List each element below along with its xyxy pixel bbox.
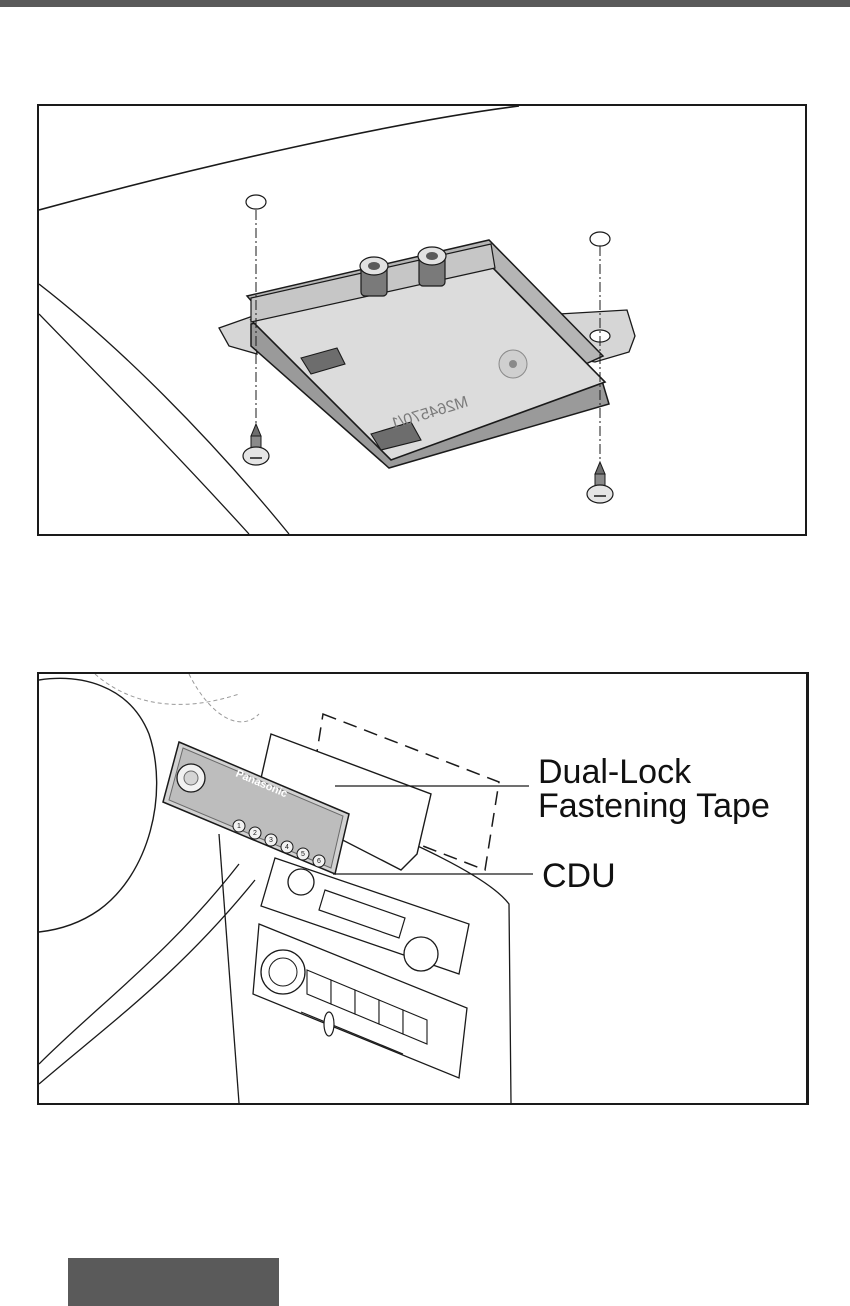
console-left-edge — [218, 833, 240, 1103]
temperature-slider-knob — [323, 1011, 335, 1037]
steering-cable-line — [39, 863, 240, 1065]
preset-button-label: 5 — [301, 851, 305, 858]
steering-wheel-outline — [39, 677, 158, 933]
antenna-connector-1 — [359, 256, 389, 297]
tape-callout-line2: Fastening Tape — [538, 787, 770, 825]
module-mounting-figure: M264570/1 — [37, 104, 807, 536]
bottom-slot — [370, 421, 422, 451]
preset-button — [296, 847, 310, 861]
climate-buttons — [306, 969, 428, 1045]
radio-left-knob — [287, 868, 315, 896]
left-hole-marker — [245, 194, 267, 210]
cdu-preset-buttons — [232, 819, 326, 868]
preset-button — [248, 826, 262, 840]
preset-button — [280, 840, 294, 854]
left-mounting-flange — [218, 315, 258, 355]
preset-button-label: 4 — [285, 844, 289, 851]
preset-button-label: 6 — [317, 858, 321, 865]
page-footer-tab — [68, 1258, 279, 1306]
right-screw — [586, 460, 614, 504]
preset-button-label: 2 — [253, 830, 257, 837]
cdu-unit — [162, 740, 350, 876]
preset-button-label: 1 — [237, 823, 241, 830]
cdu-callout: CDU — [542, 857, 616, 895]
left-slot — [300, 347, 346, 375]
radio-right-knob — [403, 936, 439, 972]
cdu-mounting-illustration: Panasonic 1 2 3 4 5 6 — [39, 674, 533, 1103]
dashboard-edge-line — [39, 106, 520, 211]
preset-button — [232, 819, 246, 833]
dashboard-contour-line — [39, 283, 290, 534]
preset-button — [264, 833, 278, 847]
preset-button — [312, 854, 326, 868]
left-screw — [242, 422, 270, 466]
radio-cd-slot — [318, 889, 406, 939]
fan-dial-inner — [268, 957, 298, 987]
cdu-mounting-figure: Panasonic 1 2 3 4 5 6 Dual-Lock Fastenin… — [37, 672, 809, 1105]
preset-button-label: 3 — [269, 837, 273, 844]
vent-dotted-contour-2 — [188, 674, 260, 723]
steering-cable-line-inner — [39, 879, 256, 1085]
antenna-connector-2 — [417, 246, 447, 287]
fan-dial — [260, 949, 306, 995]
temperature-slider-track — [300, 1011, 404, 1055]
tape-callout-line1: Dual-Lock — [538, 753, 692, 791]
cdu-volume-knob-center — [183, 770, 199, 786]
dashboard-contour-line-inner — [39, 313, 250, 534]
top-rule — [0, 0, 850, 7]
ground-stud-center — [509, 360, 517, 368]
module-mounting-illustration: M264570/1 — [39, 106, 636, 534]
vent-dotted-contour — [94, 674, 240, 705]
right-hole-marker — [589, 231, 611, 247]
